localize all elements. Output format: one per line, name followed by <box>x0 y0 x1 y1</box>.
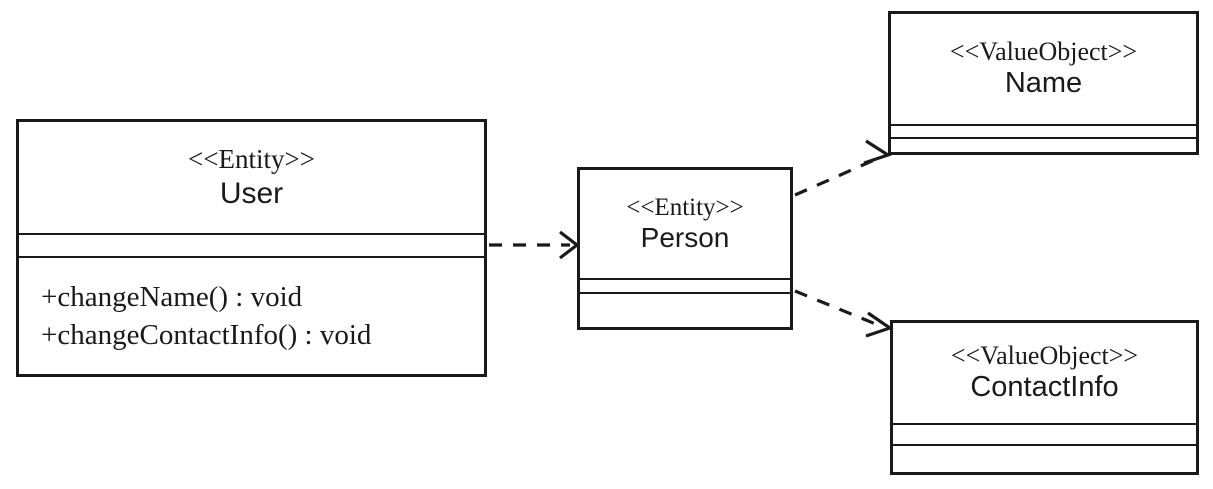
class-person-name-compartment: <<Entity>> Person <box>580 170 790 278</box>
dependency-person-to-contactinfo-arrowhead <box>865 311 894 338</box>
uml-class-user[interactable]: <<Entity>> User +changeName() : void +ch… <box>16 119 487 377</box>
dependency-user-to-person-arrowhead <box>559 230 580 260</box>
class-name-stereotype: <<ValueObject>> <box>949 37 1138 67</box>
uml-class-person[interactable]: <<Entity>> Person <box>577 167 793 330</box>
dependency-person-to-name <box>794 139 892 197</box>
class-person-operations-compartment <box>580 292 790 327</box>
uml-class-contactinfo[interactable]: <<ValueObject>> ContactInfo <box>890 320 1199 475</box>
class-contactinfo-attributes-compartment <box>893 423 1196 444</box>
class-name-operations-compartment <box>891 137 1196 152</box>
class-contactinfo-title: ContactInfo <box>970 371 1119 404</box>
class-user-name-compartment: <<Entity>> User <box>19 122 484 233</box>
class-user-operation: +changeContactInfo() : void <box>41 319 372 351</box>
class-user-stereotype: <<Entity>> <box>188 143 315 174</box>
class-person-title: Person <box>640 222 730 254</box>
class-name-name-compartment: <<ValueObject>> Name <box>891 14 1196 124</box>
class-person-attributes-compartment <box>580 278 790 292</box>
class-user-title: User <box>219 177 284 211</box>
class-user-attributes-compartment <box>19 233 484 256</box>
dependency-user-to-person <box>489 230 580 260</box>
uml-class-name[interactable]: <<ValueObject>> Name <box>888 11 1199 155</box>
dependency-person-to-contactinfo-line <box>794 289 884 329</box>
dependency-person-to-name-line <box>794 155 882 197</box>
class-contactinfo-operations-compartment <box>893 444 1196 472</box>
class-user-operations-compartment: +changeName() : void +changeContactInfo(… <box>19 256 484 374</box>
class-contactinfo-stereotype: <<ValueObject>> <box>950 341 1139 371</box>
class-user-operation: +changeName() : void <box>41 280 303 313</box>
dependency-person-to-name-arrowhead <box>863 139 892 165</box>
class-name-attributes-compartment <box>891 124 1196 137</box>
class-name-title: Name <box>1004 67 1083 100</box>
class-contactinfo-name-compartment: <<ValueObject>> ContactInfo <box>893 323 1196 423</box>
dependency-person-to-contactinfo <box>794 289 894 338</box>
class-person-stereotype: <<Entity>> <box>626 194 744 222</box>
